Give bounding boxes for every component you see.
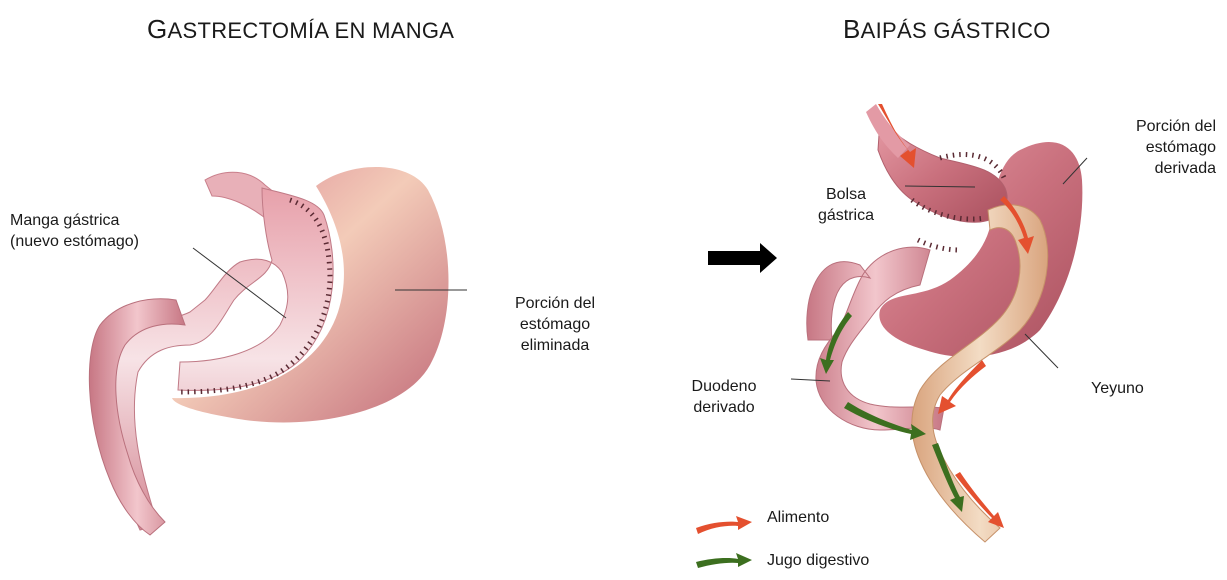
bypass-staple-line-2 (910, 197, 986, 222)
label-pouch-line1: Bolsa (825, 186, 867, 203)
label-removed-line1: Porción del (514, 295, 596, 312)
label-duodenum-line2: derivado (693, 399, 755, 416)
label-removed-line3: eliminada (520, 337, 590, 354)
sleeve-tube (105, 187, 334, 531)
label-removed-line2: estómago (519, 316, 591, 333)
juice-arrows (820, 312, 964, 512)
legend-food-label: Alimento (767, 509, 830, 526)
label-bypassed-line3: derivada (1154, 160, 1216, 177)
label-sleeve-line1: Manga gástrica (10, 212, 120, 229)
leader-sleeve (192, 247, 287, 319)
bypass-staple-line-3 (916, 237, 961, 253)
leader-duodenum (790, 378, 831, 382)
food-arrows (878, 104, 1034, 528)
label-pouch-line2: gástrica (817, 207, 875, 224)
label-sleeve-line2: (nuevo estómago) (10, 233, 139, 250)
label-bypassed-line2: estómago (1145, 139, 1216, 156)
bypass-esophagus (866, 104, 910, 158)
left-title-initial: G (147, 14, 168, 44)
bypassed-duodenum (806, 246, 945, 431)
left-title: GASTRECTOMÍA EN MANGA (147, 14, 454, 45)
label-duodenum: Duodeno derivado (676, 376, 772, 418)
sleeve-gastrectomy-drawing (88, 166, 467, 536)
gastric-bypass-drawing (790, 104, 1088, 543)
food-arrow-1 (878, 104, 916, 168)
right-title: BAIPÁS GÁSTRICO (843, 14, 1051, 45)
label-jejunum: Yeyuno (1091, 380, 1144, 397)
juice-arrow-3 (932, 443, 964, 512)
label-sleeve: Manga gástrica (nuevo estómago) (10, 210, 139, 252)
right-title-rest: AIPÁS GÁSTRICO (860, 18, 1051, 43)
left-title-rest: ASTRECTOMÍA EN MANGA (167, 18, 455, 43)
leader-bypassed (1062, 157, 1088, 185)
removed-stomach-portion (172, 166, 449, 423)
label-removed: Porción del estómago eliminada (496, 293, 614, 356)
legend-juice-label: Jugo digestivo (767, 552, 870, 569)
label-duodenum-line1: Duodeno (691, 378, 757, 395)
sleeve-duodenum (88, 298, 186, 536)
sleeve-staple-line (177, 197, 333, 395)
food-arrow-4 (955, 472, 1004, 528)
label-bypassed-line1: Porción del (1135, 118, 1216, 135)
leader-pouch (904, 185, 976, 188)
leader-jejunum (1024, 333, 1059, 369)
food-arrow-2 (1000, 196, 1034, 254)
food-arrow-3 (938, 360, 986, 414)
juice-arrow-2 (844, 402, 926, 440)
transition-arrow (708, 243, 777, 273)
label-bypassed: Porción del estómago derivada (1110, 116, 1216, 179)
label-pouch: Bolsa gástrica (806, 184, 886, 226)
right-title-initial: B (843, 14, 861, 44)
jejunum-limb (911, 204, 1049, 543)
bypass-staple-line-1 (939, 152, 1008, 182)
juice-arrow-1 (820, 312, 852, 374)
legend-food-arrow (696, 516, 752, 534)
legend-juice-arrow (696, 553, 752, 568)
